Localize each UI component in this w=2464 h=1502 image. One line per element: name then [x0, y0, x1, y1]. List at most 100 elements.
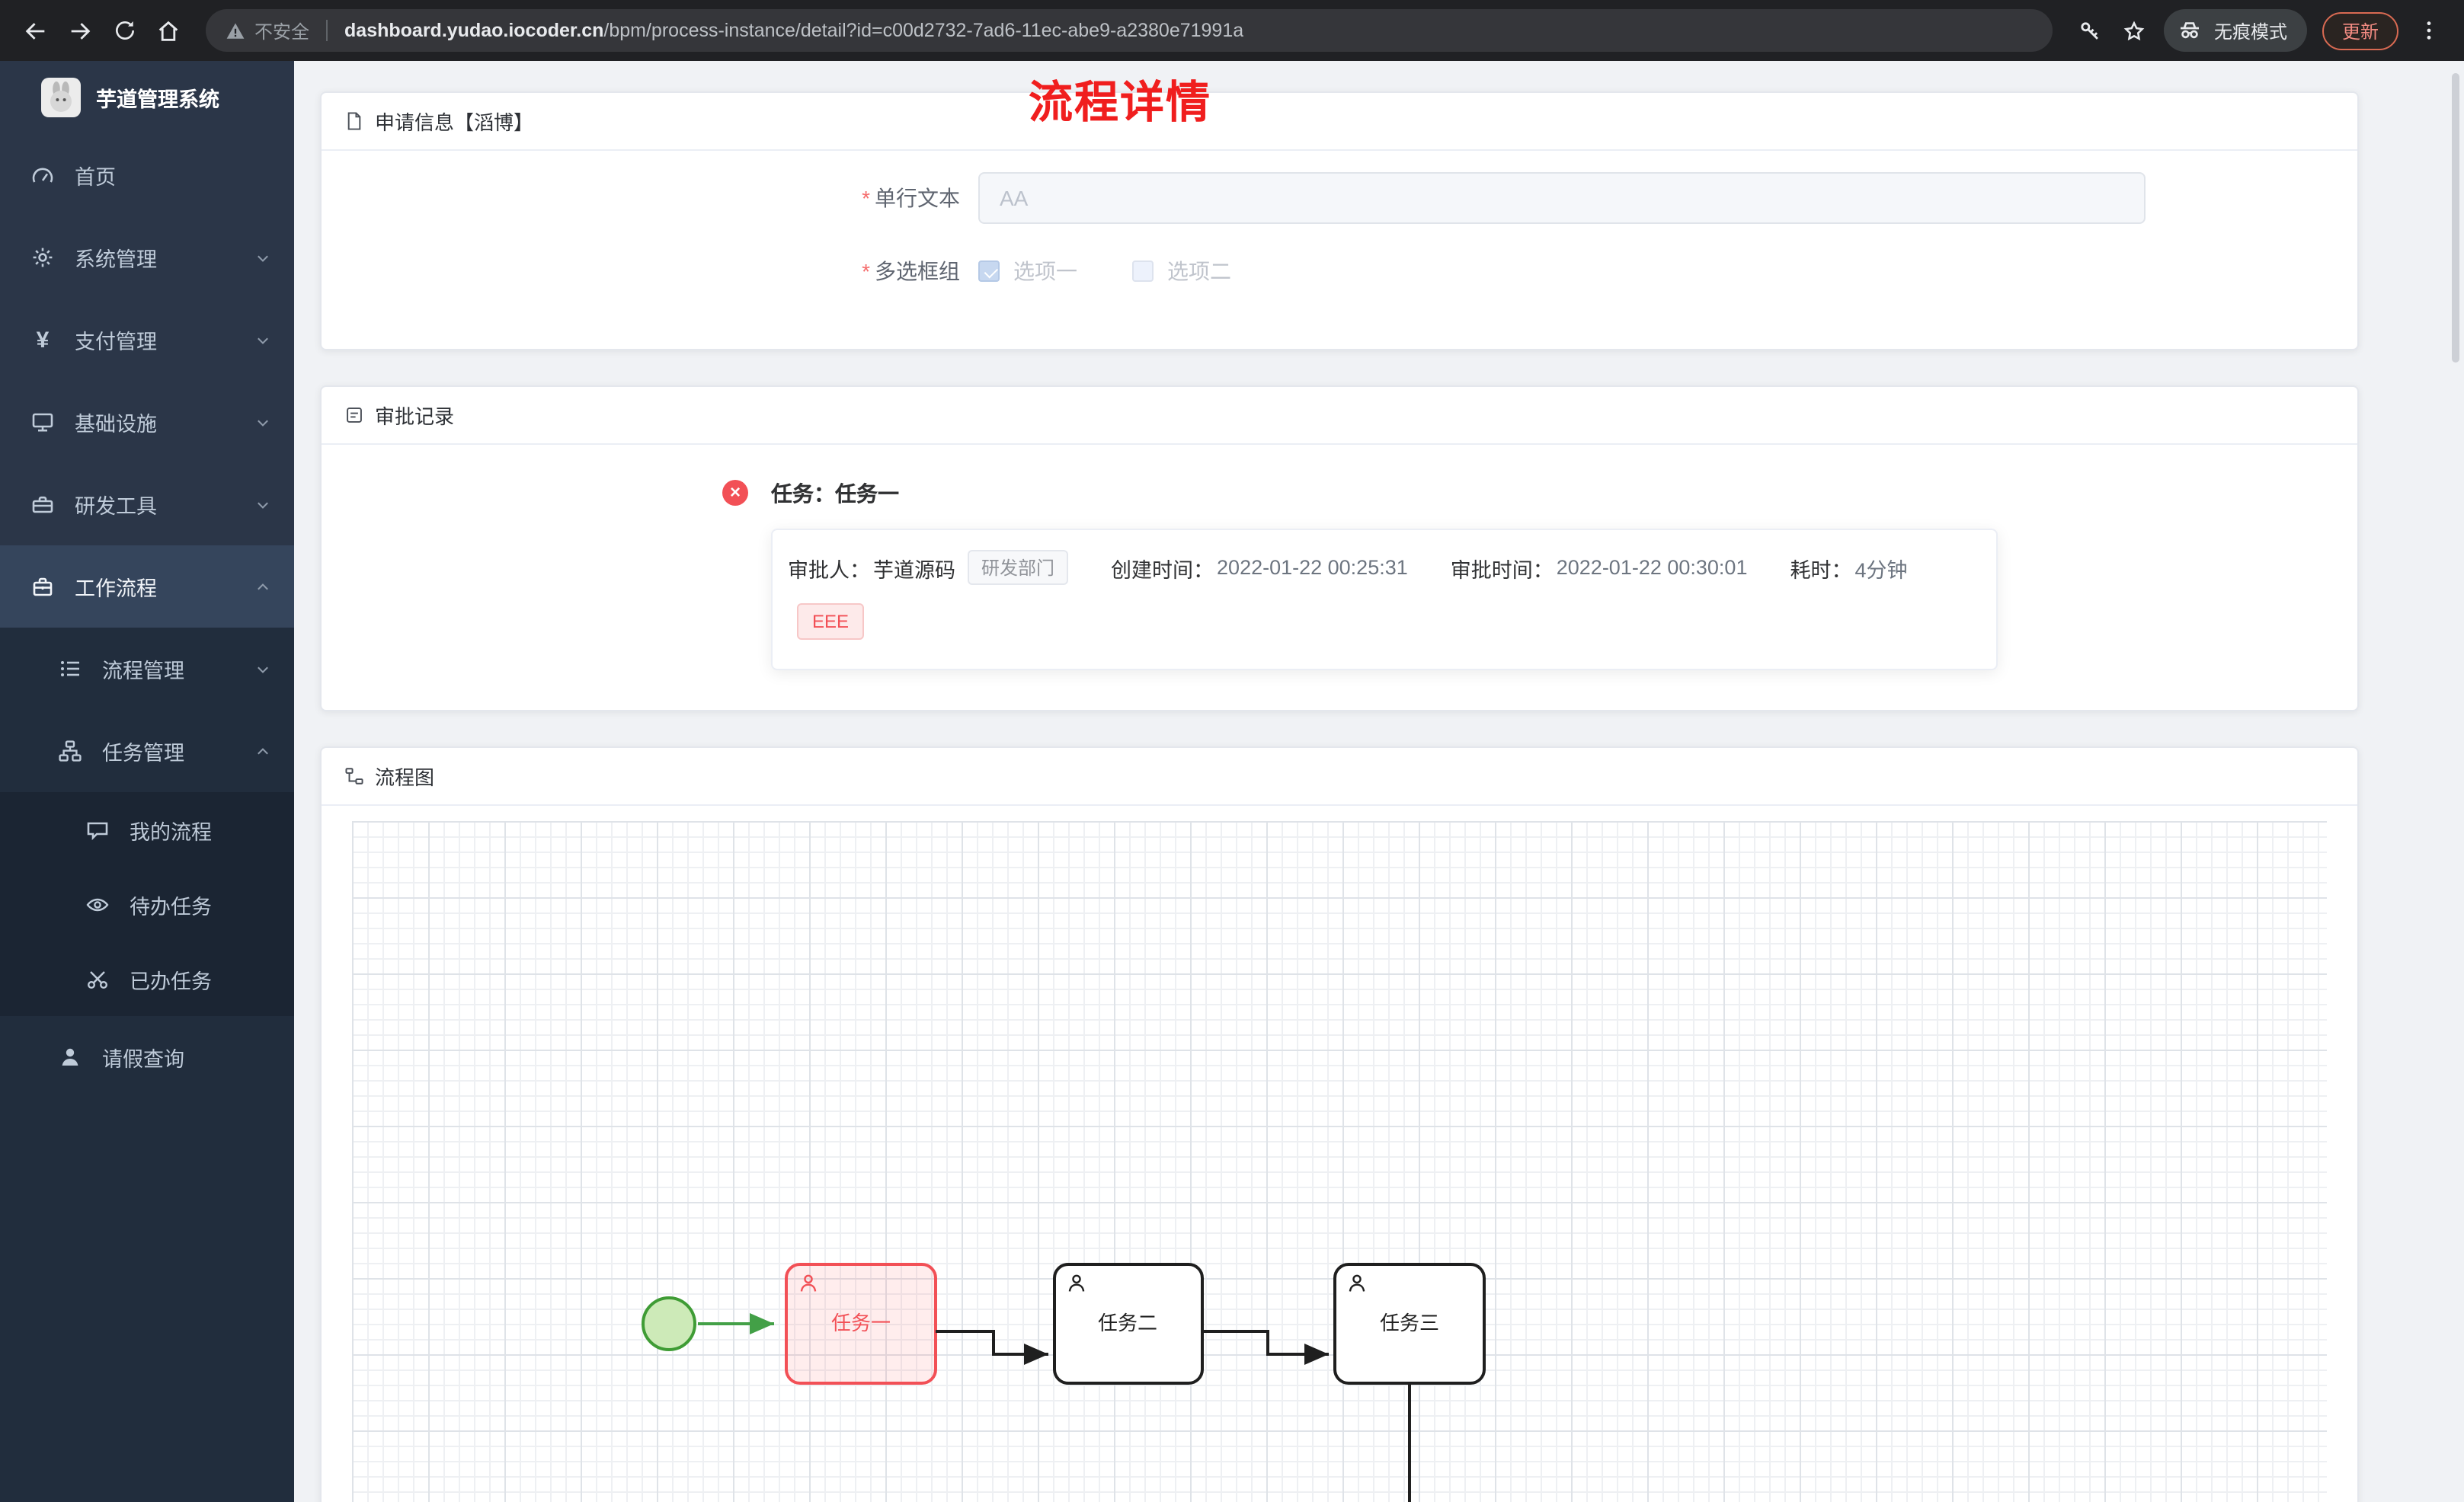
sidebar-item-task-management[interactable]: 任务管理 — [0, 710, 294, 792]
sidebar-item-label: 流程管理 — [102, 660, 184, 682]
sidebar-item-process-management[interactable]: 流程管理 — [0, 628, 294, 710]
security-label: 不安全 — [254, 21, 310, 42]
bpmn-task-1-label: 任务一 — [831, 1312, 891, 1334]
application-info-header: 申请信息【滔博】 — [322, 93, 2357, 151]
briefcase-icon — [29, 573, 56, 600]
bpmn-task-2[interactable] — [1053, 1263, 1204, 1385]
bpmn-canvas[interactable]: 任务一 任务二 任务三 — [352, 821, 2327, 1502]
sidebar-filler — [0, 1098, 294, 1502]
checkbox-checked-icon[interactable] — [978, 260, 1000, 282]
sidebar-item-label: 系统管理 — [75, 248, 157, 271]
sidebar-item-label: 首页 — [75, 166, 116, 189]
card-header-label: 申请信息【滔博】 — [375, 111, 534, 134]
checkbox-group: 选项一 选项二 — [978, 245, 1231, 297]
sidebar: 芋道管理系统 首页 系统管理 ¥ 支付管理 基础设施 — [0, 61, 294, 1502]
home-icon — [158, 20, 178, 40]
incognito-label: 无痕模式 — [2213, 21, 2287, 42]
bookmark-button[interactable] — [2114, 10, 2155, 51]
diagram-icon — [344, 766, 364, 786]
browser-menu-button[interactable] — [2408, 10, 2449, 51]
three-dots-icon — [2426, 21, 2430, 40]
incognito-icon — [2180, 22, 2199, 39]
create-time-value: 2022-01-22 00:25:31 — [1217, 556, 1408, 579]
page-title: 流程详情 — [1028, 79, 1211, 128]
approval-detail-line: 审批人： 芋道源码 研发部门 创建时间： 2022-01-22 00:25:31… — [788, 550, 1981, 585]
password-manager-button[interactable] — [2069, 10, 2110, 51]
bpmn-start-event[interactable] — [642, 1296, 696, 1351]
key-icon — [2081, 21, 2098, 39]
field-label-text: 多选框组 — [875, 259, 960, 283]
approval-record-card: 审批记录 × 任务：任务一 审批人： 芋道源码 研发部门 创建时间： 2022-… — [320, 385, 2359, 711]
url-path: /bpm/process-instance/detail?id=c00d2732… — [603, 20, 1244, 41]
sidebar-item-dev-tools[interactable]: 研发工具 — [0, 463, 294, 545]
task-title: 任务：任务一 — [771, 481, 899, 506]
sidebar-item-system[interactable]: 系统管理 — [0, 216, 294, 299]
app-logo — [41, 78, 81, 117]
chevron-down-icon — [254, 414, 271, 430]
gear-icon — [29, 244, 56, 271]
sidebar-item-label: 支付管理 — [75, 331, 157, 353]
sidebar-item-label: 工作流程 — [75, 577, 157, 600]
home-button[interactable] — [148, 10, 189, 51]
back-button[interactable] — [15, 10, 56, 51]
sidebar-item-label: 任务管理 — [102, 742, 184, 765]
sidebar-item-done-tasks[interactable]: 已办任务 — [0, 941, 294, 1016]
sidebar-item-infrastructure[interactable]: 基础设施 — [0, 381, 294, 463]
bpmn-flow-task1-to-task2 — [936, 1330, 1048, 1365]
sidebar-item-leave-query[interactable]: 请假查询 — [0, 1016, 294, 1098]
chevron-up-icon — [254, 578, 271, 595]
sidebar-item-home[interactable]: 首页 — [0, 134, 294, 216]
bpmn-diagram: 任务一 任务二 任务三 — [642, 1263, 1486, 1502]
app-title: 芋道管理系统 — [96, 88, 219, 111]
checkbox-label: 选项一 — [1013, 259, 1077, 283]
approve-time-label: 审批时间： — [1450, 558, 1554, 581]
single-line-text-input[interactable] — [978, 172, 2146, 224]
sidebar-item-payment[interactable]: ¥ 支付管理 — [0, 299, 294, 381]
incognito-badge[interactable]: 无痕模式 — [2163, 9, 2307, 52]
sidebar-item-label: 已办任务 — [130, 970, 212, 992]
app-logo-row[interactable]: 芋道管理系统 — [0, 61, 294, 134]
security-chip[interactable]: 不安全 — [226, 18, 309, 43]
page-scrollbar[interactable] — [2452, 73, 2459, 363]
bpmn-task-1[interactable] — [785, 1263, 937, 1385]
field-label: *单行文本 — [322, 183, 978, 213]
form-icon — [344, 111, 364, 131]
omnibox-divider — [326, 20, 328, 41]
create-time-label: 创建时间： — [1111, 558, 1214, 581]
address-bar[interactable]: 不安全 dashboard.yudao.iocoder.cn/bpm/proce… — [206, 9, 2053, 52]
checkbox-option-2[interactable]: 选项二 — [1132, 256, 1231, 286]
duration-label: 耗时： — [1790, 558, 1852, 581]
sidebar-item-label: 待办任务 — [130, 895, 212, 918]
eye-icon — [84, 890, 111, 918]
required-mark: * — [862, 259, 870, 283]
sidebar-item-label: 研发工具 — [75, 495, 157, 518]
sidebar-item-todo-tasks[interactable]: 待办任务 — [0, 867, 294, 941]
user-icon — [56, 1043, 84, 1071]
sidebar-item-my-process[interactable]: 我的流程 — [0, 792, 294, 867]
reload-button[interactable] — [104, 10, 145, 51]
duration-value: 4分钟 — [1854, 558, 1908, 581]
toolbox-icon — [29, 491, 56, 518]
list-icon — [56, 655, 84, 682]
checkbox-unchecked-icon[interactable] — [1132, 260, 1154, 282]
chevron-down-icon — [254, 496, 271, 513]
bpmn-flow-task2-to-task3 — [1204, 1330, 1329, 1365]
tree-icon — [56, 737, 84, 765]
application-info-card: 申请信息【滔博】 *单行文本 *多选框组 选项一 选项二 — [320, 91, 2359, 350]
chevron-down-icon — [254, 660, 271, 677]
browser-toolbar: 不安全 dashboard.yudao.iocoder.cn/bpm/proce… — [0, 0, 2464, 61]
form-row-text: *单行文本 — [322, 172, 2357, 224]
forward-arrow-icon — [71, 22, 91, 39]
update-button[interactable]: 更新 — [2322, 11, 2398, 50]
yen-icon: ¥ — [36, 327, 50, 353]
reload-icon — [115, 21, 133, 40]
sidebar-item-workflow[interactable]: 工作流程 — [0, 545, 294, 628]
bpmn-task-3-label: 任务三 — [1380, 1312, 1439, 1334]
checkbox-option-1[interactable]: 选项一 — [978, 256, 1077, 286]
task-rejected-icon: × — [722, 480, 748, 506]
record-icon — [344, 405, 364, 425]
chevron-down-icon — [254, 249, 271, 266]
dashboard-icon — [29, 161, 56, 189]
forward-button[interactable] — [59, 10, 101, 51]
